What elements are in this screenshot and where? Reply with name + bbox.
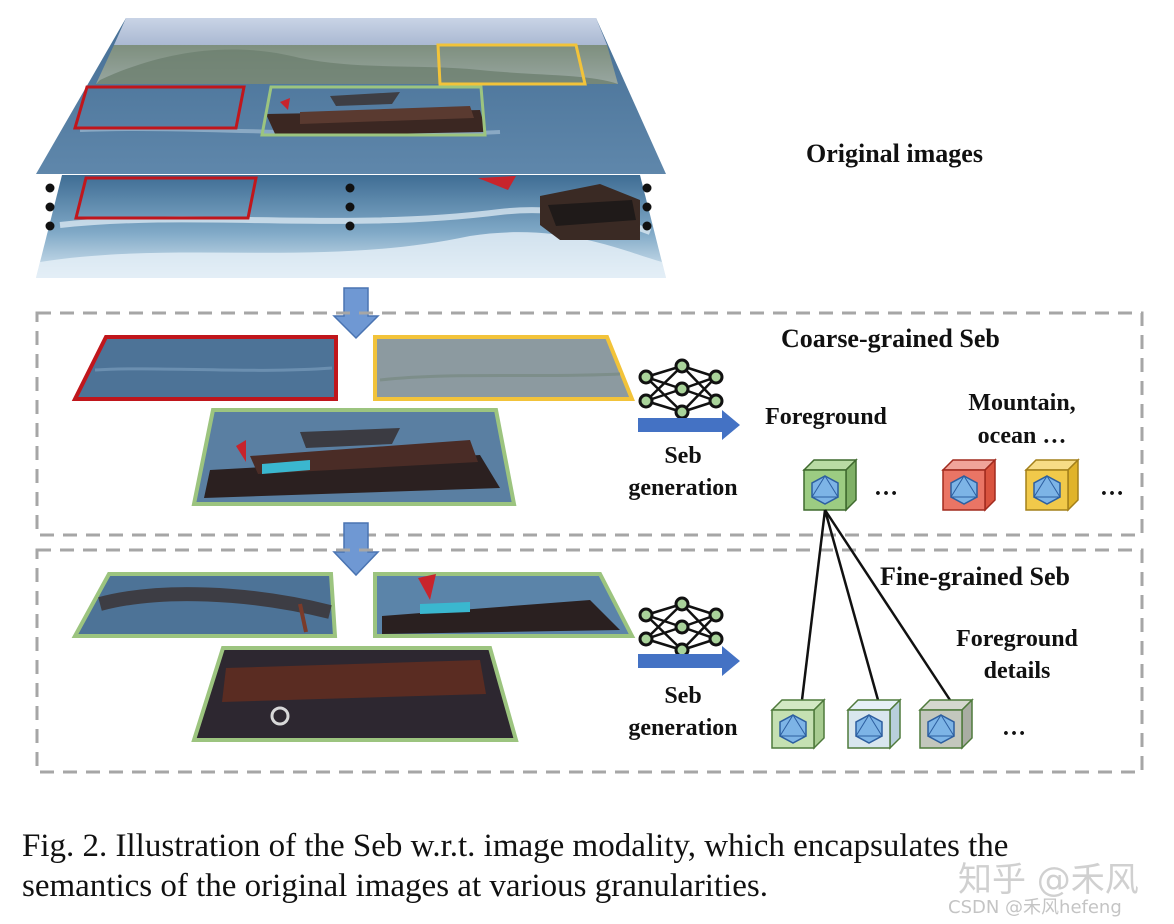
down-arrow-2	[332, 522, 380, 577]
mountain-ocean-label-2: ocean …	[978, 423, 1067, 449]
seb-cube-ocean	[1024, 458, 1080, 512]
ellipsis-coarse-1: …	[874, 475, 898, 501]
down-arrow-1	[332, 287, 380, 340]
region-box-yellow	[436, 43, 587, 86]
original-images-stack	[36, 18, 666, 278]
caption-line-1: Fig. 2. Illustration of the Seb w.r.t. i…	[22, 828, 1009, 864]
mountain-ocean-label-1: Mountain,	[968, 390, 1075, 416]
ellipsis-fine: …	[1002, 715, 1026, 741]
watermark-zhihu: 知乎 @禾风	[958, 860, 1139, 900]
seb-cube-mountain	[941, 458, 997, 512]
neural-network-icon-fine	[638, 596, 724, 658]
foreground-label: Foreground	[765, 404, 887, 430]
seb-cube-detail-3	[918, 698, 974, 750]
seb-generation-label-fine-1: Seb	[664, 683, 701, 709]
stack-dots-right	[642, 183, 652, 231]
seb-cube-detail-2	[846, 698, 902, 750]
right-arrow-fine	[638, 646, 740, 676]
original-images-title: Original images	[806, 139, 983, 168]
fine-grained-panel	[35, 548, 1144, 774]
seb-cube-foreground	[802, 458, 858, 512]
seb-generation-label-coarse-2: generation	[628, 475, 737, 501]
seb-cube-detail-1	[770, 698, 826, 750]
right-arrow-coarse	[638, 410, 740, 440]
fine-grained-title: Fine-grained Seb	[880, 562, 1070, 591]
crop-ocean-red	[71, 335, 338, 401]
ellipsis-coarse-2: …	[1100, 475, 1124, 501]
region-box-red	[72, 85, 246, 130]
seb-diagram: Original images Coarse-grained Seb Seb g…	[35, 18, 1144, 774]
seb-generation-label-coarse-1: Seb	[664, 443, 701, 469]
region-box-red-close	[74, 176, 258, 220]
stack-dots-middle	[345, 183, 355, 231]
coarse-grained-title: Coarse-grained Seb	[781, 324, 1000, 353]
region-box-green	[260, 85, 487, 137]
figure-caption: Fig. 2. Illustration of the Seb w.r.t. i…	[22, 826, 1162, 906]
caption-line-2: semantics of the original images at vari…	[22, 868, 768, 904]
coarse-grained-panel	[35, 311, 1144, 537]
foreground-details-label-2: details	[984, 658, 1051, 684]
watermark-csdn: CSDN @禾风hefeng	[948, 897, 1122, 918]
crop-mountain-yellow	[373, 335, 635, 401]
crop-boat-canopy	[71, 572, 338, 638]
connector-lines	[800, 509, 952, 701]
neural-network-icon-coarse	[638, 358, 724, 420]
stack-dots-left	[45, 183, 55, 231]
seb-generation-label-fine-2: generation	[628, 715, 737, 741]
foreground-details-label-1: Foreground	[956, 626, 1078, 652]
